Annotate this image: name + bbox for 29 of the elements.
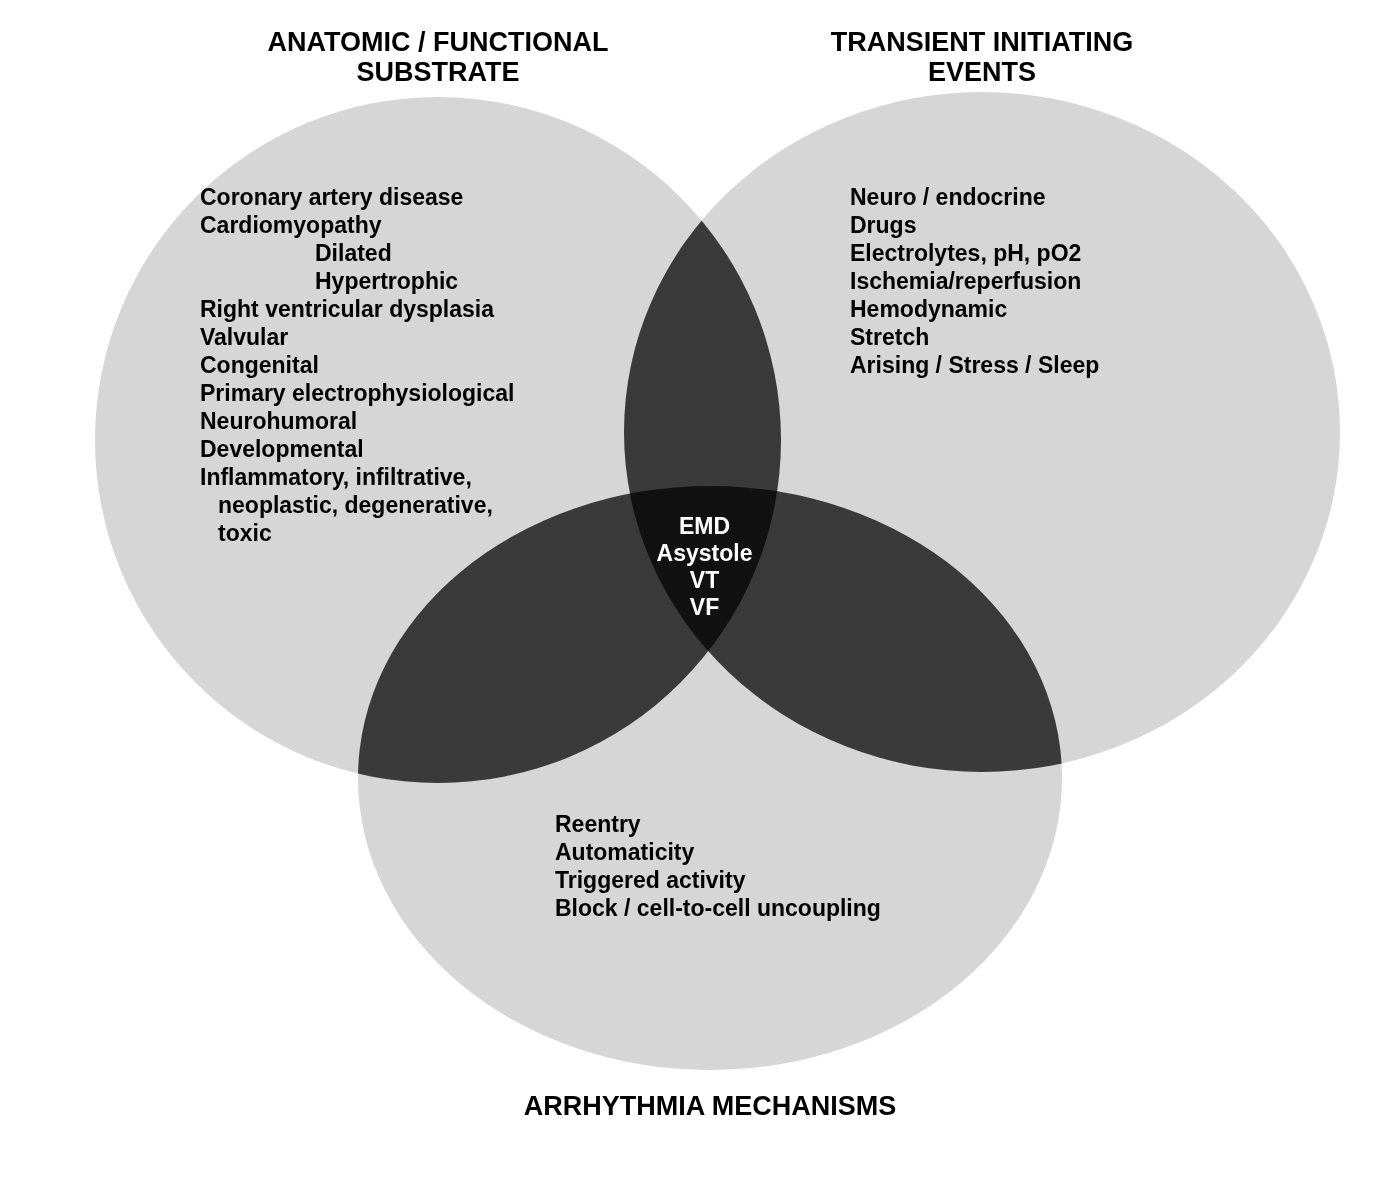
list-item: Stretch	[850, 323, 930, 351]
center-label: EMD	[677, 512, 732, 540]
list-item: Drugs	[850, 211, 917, 239]
list-item: Ischemia/reperfusion	[850, 267, 1082, 295]
list-item: Developmental	[200, 435, 364, 463]
list-item: Neuro / endocrine	[850, 183, 1046, 211]
list-item: Congenital	[200, 351, 319, 379]
list-item: Block / cell-to-cell uncoupling	[555, 894, 881, 922]
list-item: Neurohumoral	[200, 407, 358, 435]
list-item: Hemodynamic	[850, 295, 1008, 323]
list-item: Electrolytes, pH, pO2	[850, 239, 1082, 267]
list-item: Triggered activity	[555, 866, 746, 894]
list-item: Cardiomyopathy	[200, 211, 382, 239]
circle-heading: TRANSIENT INITIATING EVENTS	[829, 28, 1135, 88]
circle-heading: ANATOMIC / FUNCTIONAL SUBSTRATE	[266, 28, 610, 88]
list-item: Inflammatory, infiltrative, neoplastic, degenerative, toxic	[200, 463, 494, 547]
list-item: Hypertrophic	[315, 267, 459, 295]
circle-heading: ARRHYTHMIA MECHANISMS	[522, 1092, 898, 1122]
list-item: Primary electrophysiological	[200, 379, 515, 407]
list-item: Reentry	[555, 810, 641, 838]
list-item: Valvular	[200, 323, 289, 351]
center-label: VF	[688, 593, 721, 621]
center-label: Asystole	[655, 539, 754, 567]
list-item: Arising / Stress / Sleep	[850, 351, 1100, 379]
center-label: VT	[688, 566, 721, 594]
list-item: Coronary artery disease	[200, 183, 464, 211]
list-item: Right ventricular dysplasia	[200, 295, 494, 323]
list-item: Dilated	[315, 239, 392, 267]
list-item: Automaticity	[555, 838, 695, 866]
